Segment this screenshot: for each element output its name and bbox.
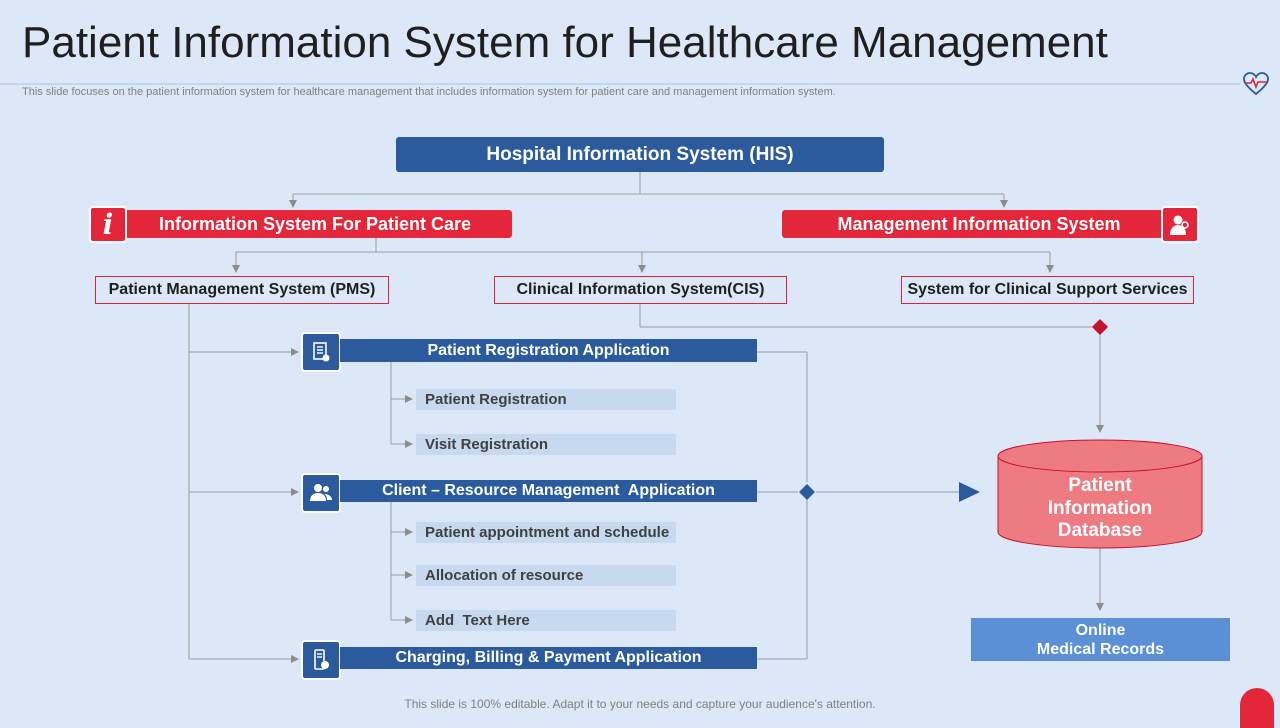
billing-icon — [301, 640, 341, 680]
corner-decoration — [1240, 688, 1274, 728]
footer-note: This slide is 100% editable. Adapt it to… — [404, 697, 876, 711]
doctor-icon — [1161, 206, 1199, 243]
app-billing: Charging, Billing & Payment Application — [340, 647, 757, 669]
pms-box: Patient Management System (PMS) — [95, 276, 389, 304]
sub-item-appointment: Patient appointment and schedule — [416, 522, 676, 543]
database-label: Patient Information Database — [1047, 475, 1153, 541]
support-box: System for Clinical Support Services — [901, 276, 1194, 304]
app-resource-management: Client – Resource Management Application — [340, 480, 757, 502]
heartbeat-icon — [1242, 71, 1270, 97]
document-icon — [301, 332, 341, 372]
his-box: Hospital Information System (HIS) — [396, 137, 884, 172]
sub-item-add-text: Add Text Here — [416, 610, 676, 631]
online-records-box: Online Medical Records — [971, 618, 1230, 661]
management-box: Management Information System — [782, 210, 1176, 238]
users-icon — [301, 473, 341, 513]
cis-box: Clinical Information System(CIS) — [494, 276, 787, 304]
database-cylinder — [997, 439, 1203, 549]
app-patient-registration: Patient Registration Application — [340, 339, 757, 362]
sub-item-allocation: Allocation of resource — [416, 565, 676, 586]
sub-item-visit-registration: Visit Registration — [416, 434, 676, 455]
sub-item-patient-registration: Patient Registration — [416, 389, 676, 410]
info-icon: i — [89, 206, 127, 243]
page-title: Patient Information System for Healthcar… — [22, 18, 1108, 67]
patient-care-box: Information System For Patient Care — [118, 210, 512, 238]
page-subtitle: This slide focuses on the patient inform… — [22, 86, 836, 98]
